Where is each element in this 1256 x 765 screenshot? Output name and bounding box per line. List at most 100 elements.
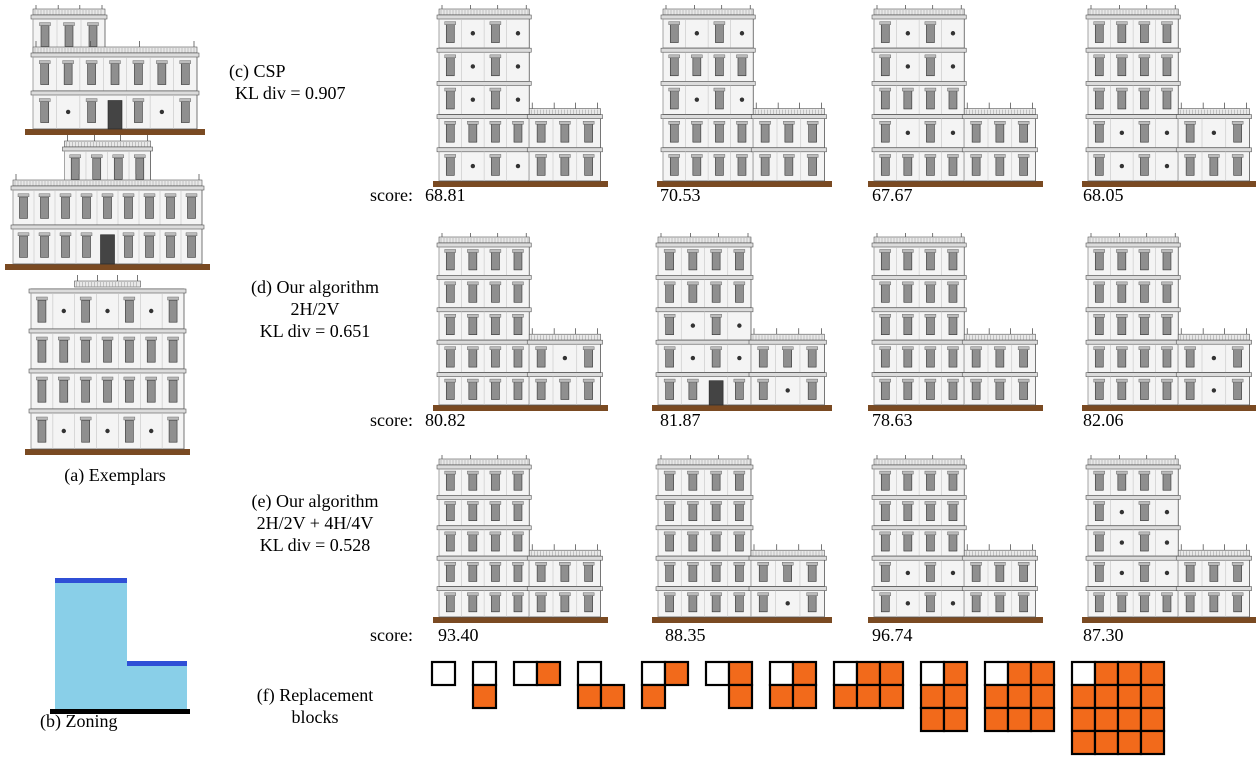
- exemplar-facade-2-top-floor-window: [135, 157, 145, 180]
- facade-c-2-ground: [657, 181, 832, 187]
- facade-c-2-tower-floor-window: [669, 156, 679, 176]
- facade-d-1-tower-floor-pediment: [444, 281, 456, 286]
- facade-d-2-wing-parapet: [750, 328, 825, 341]
- exemplar-facade-3-ground: [25, 449, 190, 455]
- facade-e-3-wing-floor-window: [971, 564, 981, 582]
- facade-e-4-wing-floor-pediment: [1208, 562, 1220, 566]
- facade-d-3-wing-floor-window: [971, 348, 981, 368]
- facade-d-4-tower-floor-pediment: [1093, 249, 1105, 253]
- exemplar-facade-3-floor-pediment: [101, 376, 114, 381]
- facade-c-4-wing-floor-pediment: [1184, 154, 1196, 158]
- facade-e-3-wing-floor-window: [1019, 564, 1028, 582]
- facade-c-2-wing-floor-window: [808, 156, 817, 176]
- facade-d-4-tower-floor-window: [1140, 251, 1149, 271]
- facade-d-1-tower-floor-pediment: [489, 281, 502, 286]
- facade-d-1-tower-floor-pediment: [444, 314, 456, 318]
- facade-d-1-tower-floor-pediment: [444, 346, 456, 350]
- facade-e-1-tower-floor-pediment: [489, 470, 502, 475]
- facade-d-4-wing-floor: [1175, 339, 1252, 373]
- exemplar-facade-3-floor-pediment: [145, 376, 157, 381]
- facade-d-1-tower-floor-pediment: [444, 378, 456, 383]
- facade-c-1-tower-floor-porthole: [470, 163, 476, 169]
- facade-e-3-tower-floor-cornice: [871, 464, 967, 470]
- replacement-cell-filled: [878, 683, 905, 710]
- facade-e-4-tower-floor-window: [1140, 473, 1149, 491]
- facade-c-4-tower-floor-window: [1162, 23, 1172, 43]
- facade-e-3-wing-floor-window: [995, 594, 1005, 613]
- facade-e-2-tower-floor-pediment: [687, 531, 699, 536]
- facade-d-4-tower-floor-cornice: [1085, 242, 1181, 248]
- replacement-cell-filled: [1006, 660, 1033, 687]
- facade-d-1-wing-floor-window: [584, 381, 593, 400]
- facade-d-3-wing-parapet: [963, 328, 1036, 341]
- facade-d-1-tower-floor-cornice: [436, 275, 532, 280]
- score-row-d: score:: [370, 410, 440, 430]
- facade-c-4-tower-floor-window: [1117, 23, 1127, 43]
- row-d-label-line3: KL div = 0.651: [259, 321, 371, 341]
- exemplar-facade-1-floor-window: [63, 63, 73, 85]
- facade-d-4-tower-floor-window: [1140, 284, 1149, 303]
- facade-e-4-wing-floor-pediment: [1231, 562, 1244, 566]
- facade-d-2-tower-floor-door: [708, 380, 724, 406]
- facade-e-2-tower-floor-window: [688, 564, 698, 582]
- facade-d-4-wing-floor-porthole: [1211, 355, 1217, 361]
- facade-d-2-tower-floor: [655, 372, 754, 406]
- facade-c-4-tower-floor-cornice: [1085, 14, 1181, 20]
- facade-d-4-tower-floor-window: [1162, 381, 1172, 400]
- facade-c-1-tower-floor-window: [445, 123, 455, 143]
- exemplar-facade-3-floor-porthole: [61, 308, 66, 314]
- facade-d-1-tower-floor-window: [468, 348, 478, 368]
- facade-c-1-tower-floor-pediment: [512, 121, 524, 125]
- zoning-roof-line-low: [127, 661, 187, 666]
- facade-d-1-tower-floor: [436, 307, 532, 341]
- facade-c-1-tower-floor-pediment: [489, 121, 502, 125]
- replacement-cell-filled: [1070, 729, 1097, 756]
- facade-e-2-wing-floor-window: [807, 594, 817, 613]
- facade-d-2-tower-floor: [655, 275, 754, 309]
- facade-e-3-ground: [868, 617, 1043, 623]
- exemplar-facade-3-floor-cornice: [28, 288, 187, 294]
- facade-c-2-tower-floor-cornice: [660, 147, 756, 153]
- facade-e-2-tower-floor-pediment: [710, 592, 722, 596]
- replacement-cell-empty: [640, 660, 667, 687]
- facade-d-2-wing-floor-window: [783, 348, 792, 368]
- facade-e-2-wing-floor: [748, 586, 827, 618]
- exemplar-facade-2-mid-parapet: [12, 174, 203, 187]
- facade-c-3-tower-floor-porthole: [950, 64, 956, 69]
- facade-e-2-tower-floor-cornice: [655, 464, 754, 470]
- facade-e-1-wing-floor-pediment: [535, 562, 547, 566]
- facade-e-2-tower-floor-window: [665, 564, 674, 582]
- exemplar-facade-2-floor-pediment: [17, 232, 30, 237]
- facade-c-3-wing-floor-pediment: [994, 121, 1006, 125]
- facade-d-2-tower-floor-window: [711, 316, 721, 335]
- facade-e-1-wing-floor-pediment: [559, 562, 571, 566]
- facade-c-2-wing-floor-cornice: [750, 147, 827, 153]
- facade-c-1-tower-floor-window: [491, 57, 500, 77]
- facade-d-1-ground: [433, 405, 608, 411]
- facade-d-4-tower-floor-pediment: [1161, 378, 1173, 383]
- score-e-2: 88.35: [665, 625, 706, 645]
- facade-e-1: [433, 455, 608, 623]
- exemplar-facade-2-floor-window: [19, 235, 28, 258]
- facade-d-2-wing-floor-pediment: [781, 346, 794, 350]
- facade-c-2-tower-floor-pediment: [713, 87, 726, 92]
- facade-c-1-tower-floor-pediment: [489, 87, 502, 92]
- zoning-ground-line: [50, 709, 190, 714]
- score-c-1: 68.81: [425, 185, 466, 205]
- facade-e-1-tower-floor-window: [491, 564, 500, 582]
- facade-d-3-tower-floor-window: [880, 316, 890, 335]
- facade-c-4-tower-floor-pediment: [1116, 54, 1128, 59]
- facade-e-3-tower-floor: [871, 525, 967, 557]
- row-d-label-line2: 2H/2V: [290, 299, 340, 319]
- facade-e-4-tower-floor-porthole: [1164, 570, 1170, 576]
- facade-d-4-tower-floor-pediment: [1116, 314, 1128, 318]
- facade-d-3-tower-floor: [871, 275, 967, 309]
- replacement-cell-empty: [1070, 660, 1097, 687]
- exemplar-facade-2-top-floor-window: [92, 157, 102, 180]
- exemplar-facade-1-tower-floor-pediment: [63, 22, 75, 26]
- facade-d-2-tower-floor-pediment: [663, 281, 676, 286]
- facade-d-4-tower-floor-pediment: [1093, 378, 1105, 383]
- exemplar-facade-2-floor-window: [166, 196, 175, 219]
- facade-d-4-tower-floor-window: [1162, 316, 1172, 335]
- exemplar-facade-3-floor-window: [81, 339, 90, 363]
